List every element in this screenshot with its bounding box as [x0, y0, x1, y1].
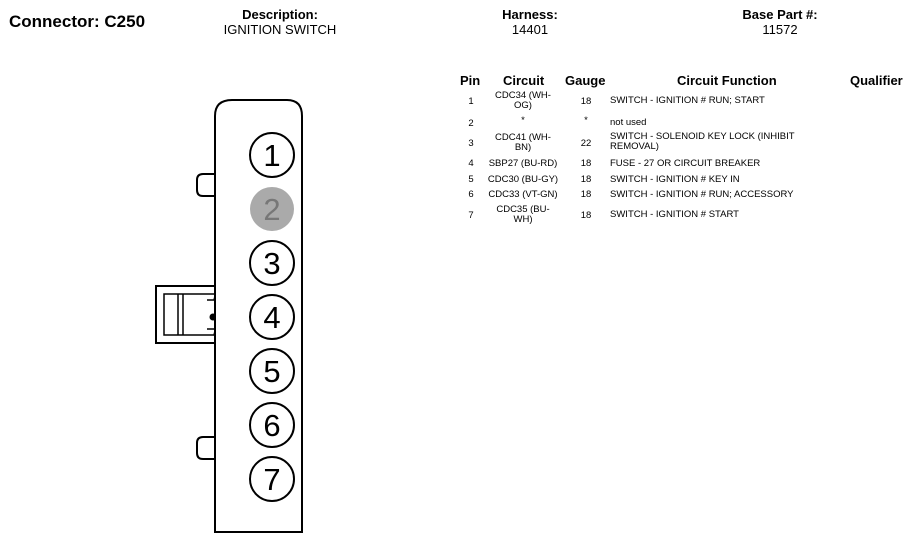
- base-part-label: Base Part #:: [742, 7, 818, 22]
- cell-pin: 1: [468, 96, 474, 107]
- cell-pin: 7: [468, 210, 474, 221]
- pin-number: 2: [263, 192, 280, 227]
- harness-block: Harness: 14401: [470, 7, 590, 37]
- pin-number: 4: [263, 300, 280, 335]
- col-head-function: Circuit Function: [677, 73, 777, 88]
- pin-circle: [249, 456, 295, 502]
- pin-group: 1 2 3 4 5 6 7: [249, 132, 295, 502]
- pin-circle: [249, 294, 295, 340]
- cell-gauge: 22: [580, 138, 592, 149]
- pin-number: 7: [263, 462, 280, 497]
- cell-function: SWITCH - IGNITION # KEY IN: [610, 174, 740, 185]
- connector-bottom-tab: [196, 436, 215, 460]
- description-value: IGNITION SWITCH: [223, 22, 337, 37]
- pin-4: 4: [249, 294, 295, 340]
- harness-label: Harness:: [502, 7, 558, 22]
- base-part-value: 11572: [762, 22, 798, 37]
- pin-circle: [249, 240, 295, 286]
- cell-function: FUSE - 27 OR CIRCUIT BREAKER: [610, 158, 761, 169]
- cell-circuit: *: [521, 115, 525, 126]
- pin-number: 3: [263, 246, 280, 281]
- harness-value: 14401: [511, 22, 549, 37]
- cell-gauge: 18: [580, 189, 592, 200]
- cell-gauge: 18: [580, 210, 592, 221]
- cell-function: SWITCH - IGNITION # RUN; ACCESSORY: [610, 189, 794, 200]
- cell-pin: 2: [468, 118, 474, 129]
- pin-5: 5: [249, 348, 295, 394]
- cell-circuit: CDC33 (VT-GN): [488, 189, 558, 200]
- base-part-block: Base Part #: 11572: [715, 7, 845, 37]
- cell-function: not used: [610, 117, 647, 128]
- pin-6: 6: [249, 402, 295, 448]
- cell-gauge: 18: [580, 174, 592, 185]
- col-head-pin: Pin: [460, 73, 481, 88]
- cell-circuit: SBP27 (BU-RD): [488, 158, 558, 169]
- pin-circle: [249, 348, 295, 394]
- cell-gauge: 18: [580, 158, 592, 169]
- cell-function: SWITCH - IGNITION # START: [610, 209, 739, 220]
- connector-title: Connector: C250: [9, 12, 146, 31]
- cell-circuit: CDC30 (BU-GY): [487, 174, 559, 185]
- cell-function: SWITCH - SOLENOID KEY LOCK (INHIBIT REMO…: [610, 131, 795, 152]
- cell-pin: 5: [468, 174, 474, 185]
- pin-1: 1: [249, 132, 295, 178]
- description-label: Description:: [242, 7, 318, 22]
- cell-circuit: CDC35 (BU-WH): [496, 204, 550, 225]
- description-block: Description: IGNITION SWITCH: [190, 7, 370, 37]
- pin-2: 2: [250, 187, 294, 231]
- cell-function: SWITCH - IGNITION # RUN; START: [610, 95, 765, 106]
- pin-number: 1: [263, 138, 280, 173]
- cell-pin: 6: [468, 189, 474, 200]
- connector-top-tab: [196, 173, 215, 197]
- pin-7: 7: [249, 456, 295, 502]
- cell-gauge: *: [584, 115, 588, 126]
- cell-pin: 4: [468, 158, 474, 169]
- cell-pin: 3: [468, 138, 474, 149]
- connector-latch: [155, 285, 221, 344]
- cell-circuit: CDC41 (WH-BN): [495, 132, 551, 153]
- pin-circle: [249, 132, 295, 178]
- col-head-gauge: Gauge: [565, 73, 606, 88]
- pin-circle: [249, 402, 295, 448]
- cell-circuit: CDC34 (WH-OG): [495, 90, 551, 111]
- cell-gauge: 18: [580, 96, 592, 107]
- pin-number: 6: [263, 408, 280, 443]
- col-head-qualifier: Qualifier: [850, 73, 903, 88]
- pin-number: 5: [263, 354, 280, 389]
- pin-circle: [250, 187, 294, 231]
- col-head-circuit: Circuit: [503, 73, 545, 88]
- pin-3: 3: [249, 240, 295, 286]
